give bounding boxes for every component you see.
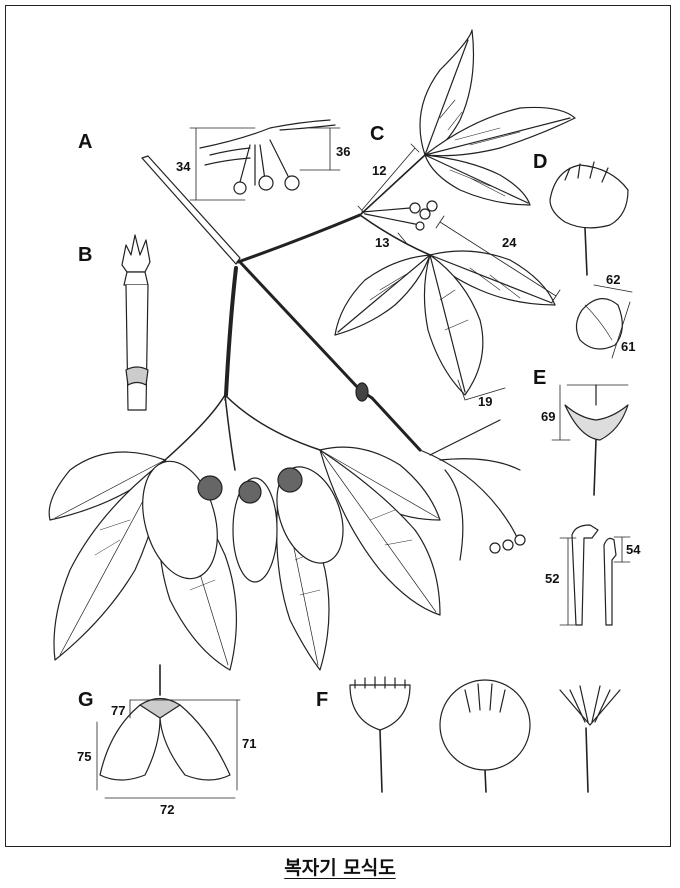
measure-13: 13 (375, 235, 390, 250)
measure-19: 19 (478, 394, 493, 409)
panel-f-flowers (349, 676, 621, 793)
compound-leaf-lower (334, 200, 556, 396)
figure-frame (5, 5, 671, 847)
measure-12: 12 (372, 163, 387, 178)
measure-75: 75 (77, 749, 92, 764)
panel-d-flower (549, 161, 633, 359)
measure-36: 36 (336, 144, 351, 159)
panel-label-g: G (78, 689, 94, 711)
panel-label-a: A (78, 131, 93, 153)
measure-69: 69 (541, 409, 556, 424)
measure-71: 71 (242, 736, 257, 751)
measure-61: 61 (621, 339, 636, 354)
panel-label-f: F (316, 689, 329, 711)
panel-label-d: D (533, 151, 548, 173)
measure-62: 62 (606, 272, 621, 287)
main-branch (141, 155, 422, 452)
measure-34: 34 (176, 159, 191, 174)
measure-72: 72 (160, 802, 175, 817)
measure-52: 52 (545, 571, 560, 586)
measure-77: 77 (111, 703, 126, 718)
panel-label-b: B (78, 244, 93, 266)
measure-24: 24 (502, 235, 517, 250)
measure-54: 54 (626, 542, 641, 557)
compound-leaf-upper (359, 29, 576, 216)
figure-caption: 복자기 모식도 (284, 857, 396, 879)
panel-c-dimensions (357, 143, 561, 401)
panel-g-samara (96, 664, 241, 799)
panel-label-e: E (533, 367, 547, 389)
panel-a-inflorescence (189, 119, 341, 201)
panel-label-c: C (370, 123, 385, 145)
fruiting-branch (48, 394, 526, 671)
panel-b-bud (121, 234, 151, 411)
panel-e-fruit (551, 384, 631, 626)
